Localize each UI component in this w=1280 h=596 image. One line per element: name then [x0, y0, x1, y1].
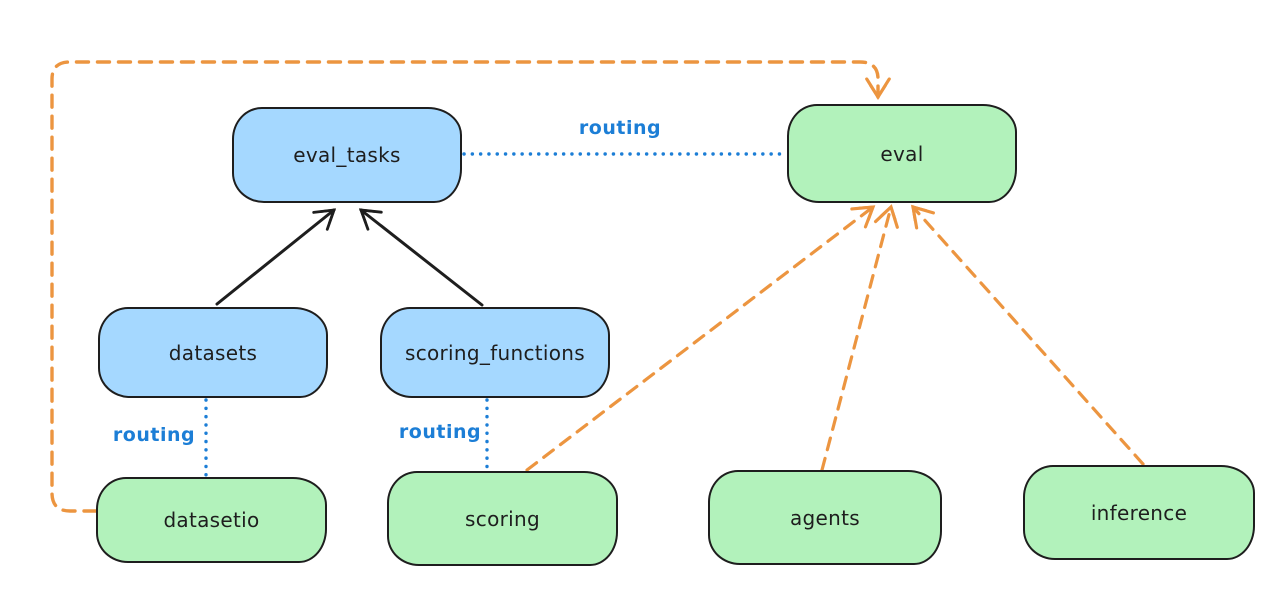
node-eval: eval [787, 104, 1017, 203]
node-scoring: scoring [387, 471, 618, 566]
node-scoring-label: scoring [465, 506, 540, 531]
node-scoring-functions-label: scoring_functions [404, 340, 586, 365]
edge-agents-to-eval [820, 204, 899, 472]
routing-label-datasets-datasetio: routing [112, 424, 196, 446]
edge-scoring-to-eval [525, 205, 876, 472]
edge-datasetio-to-eval [50, 60, 891, 513]
edge-scoring-functions-to-eval-tasks [358, 208, 484, 307]
edge-datasets-to-eval-tasks [215, 208, 337, 306]
node-agents: agents [708, 470, 942, 565]
node-eval-tasks-label: eval_tasks [293, 143, 401, 167]
node-datasets: datasets [98, 307, 328, 398]
node-datasetio-label: datasetio [163, 508, 260, 532]
node-eval-tasks: eval_tasks [232, 107, 462, 203]
node-datasetio: datasetio [96, 477, 327, 563]
node-datasets-label: datasets [168, 340, 258, 365]
edge-inference-to-eval [911, 204, 1145, 466]
node-scoring-functions: scoring_functions [380, 307, 610, 398]
node-inference: inference [1023, 465, 1255, 560]
node-inference-label: inference [1090, 500, 1188, 525]
routing-label-scoring-functions-scoring: routing [398, 421, 482, 443]
node-eval-label: eval [880, 141, 924, 166]
node-agents-label: agents [790, 505, 860, 530]
routing-label-eval-tasks-eval: routing [578, 117, 662, 139]
